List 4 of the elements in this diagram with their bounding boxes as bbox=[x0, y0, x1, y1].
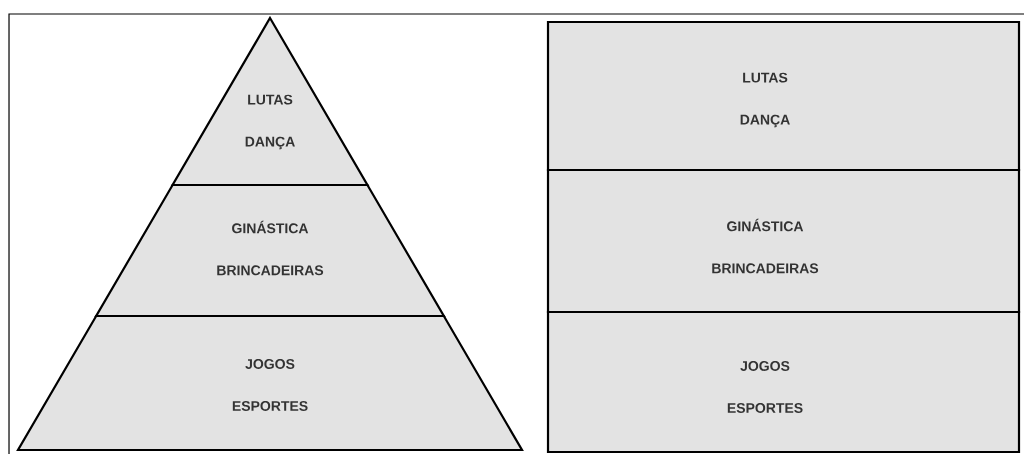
stacked-band: JOGOS ESPORTES bbox=[546, 310, 1021, 454]
stacked-band: LUTAS DANÇA bbox=[546, 20, 1021, 172]
pyramid-band: JOGOS ESPORTES bbox=[16, 314, 524, 452]
stacked-band: GINÁSTICA BRINCADEIRAS bbox=[546, 168, 1021, 314]
